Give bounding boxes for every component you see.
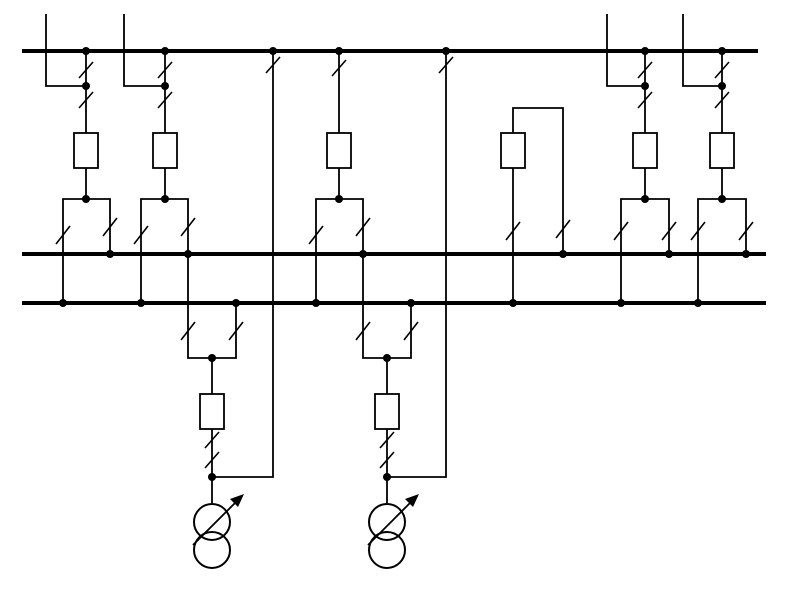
breaker-box bbox=[709, 132, 735, 169]
breaker-box bbox=[374, 393, 400, 430]
feeder-1 bbox=[45, 14, 118, 303]
transformer-icon bbox=[192, 494, 244, 569]
transformer-branch-2 bbox=[355, 51, 454, 569]
breaker-box bbox=[152, 132, 178, 169]
junction-dots bbox=[59, 47, 750, 481]
transformer-icon bbox=[367, 494, 419, 569]
feeder-centre bbox=[308, 51, 371, 303]
bus-coupler bbox=[500, 107, 571, 303]
breaker-box bbox=[199, 393, 225, 430]
busbars bbox=[22, 49, 766, 305]
feeder-3 bbox=[606, 14, 677, 303]
transformer-branch-1 bbox=[180, 51, 281, 569]
feeder-4 bbox=[682, 14, 754, 303]
breaker-box bbox=[73, 132, 99, 169]
breaker-box bbox=[326, 132, 352, 169]
breaker-box bbox=[632, 132, 658, 169]
feeder-2 bbox=[123, 14, 196, 303]
breaker-box bbox=[500, 132, 526, 169]
